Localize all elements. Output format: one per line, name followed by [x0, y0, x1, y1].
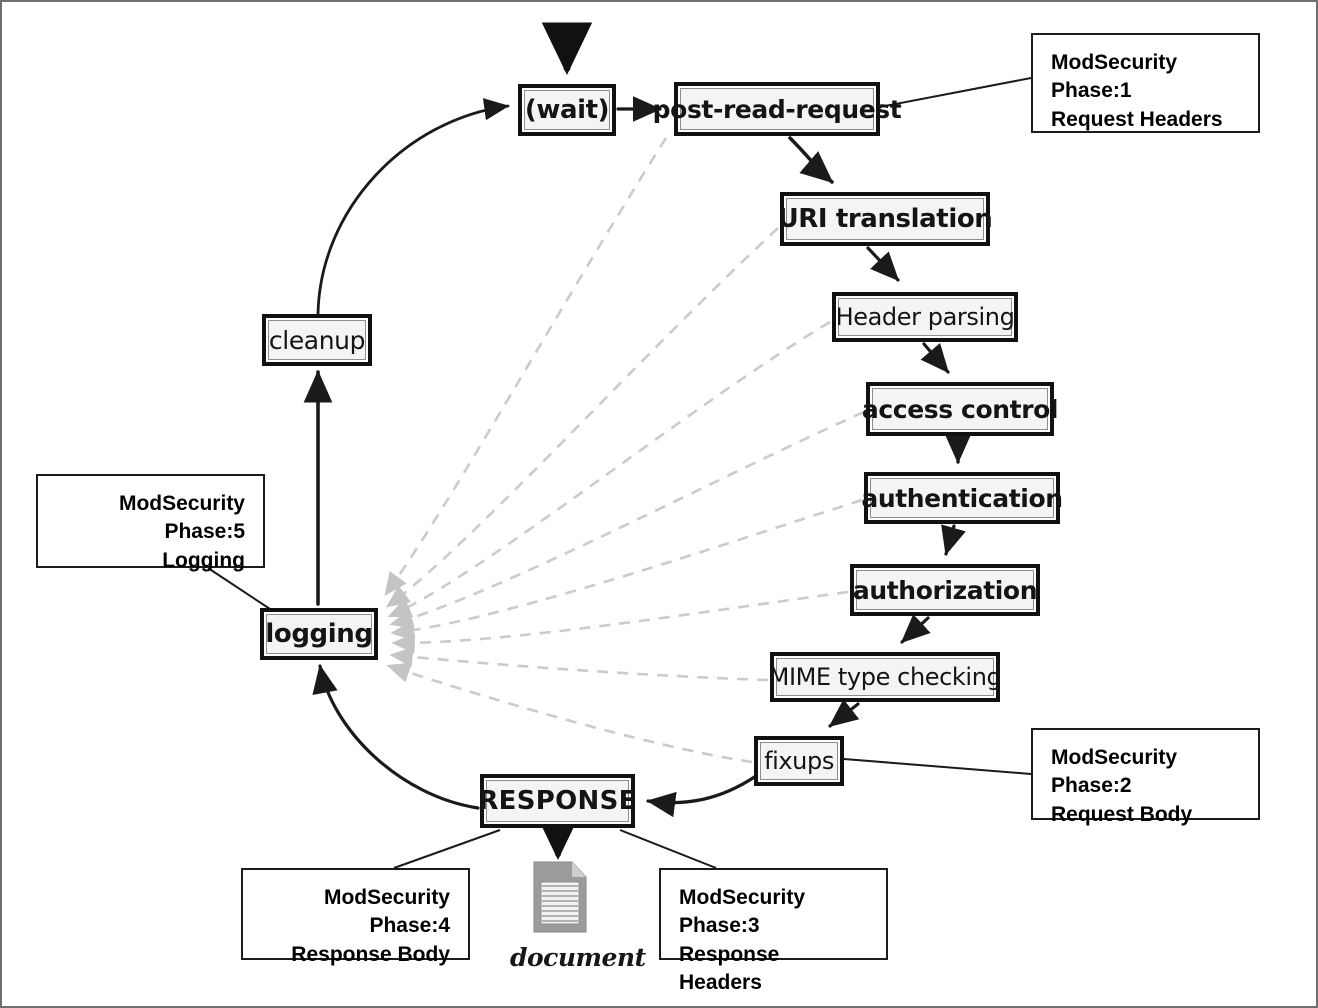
node-authorization-label: authorization — [852, 575, 1038, 605]
node-response[interactable]: RESPONSE — [478, 774, 637, 828]
callout-phase-4-line1: ModSecurity Phase:4 — [323, 886, 450, 938]
dashed-edges-to-logging — [384, 137, 865, 764]
callout-phase-4-line2: Response Body — [291, 942, 450, 966]
callout-phase-1-line1: ModSecurity Phase:1 — [1051, 51, 1178, 103]
callout-phase-1: ModSecurity Phase:1 Request Headers — [1031, 33, 1260, 133]
leader-fixups-to-phase2 — [843, 758, 1032, 775]
node-authorization[interactable]: authorization — [850, 564, 1040, 616]
dashed-edge-authz-to-logging — [391, 590, 849, 654]
callout-leader-lines — [207, 77, 1032, 869]
edge-mime-to-fixups — [828, 699, 860, 728]
callout-phase-2-line1: ModSecurity Phase:2 — [1051, 746, 1178, 798]
node-authentication[interactable]: authentication — [861, 472, 1063, 524]
document-output: document — [510, 860, 646, 972]
node-header-parsing-label: Header parsing — [835, 303, 1015, 331]
node-mime-type-checking[interactable]: MIME type checking — [768, 652, 1002, 702]
node-fixups-label: fixups — [764, 747, 834, 775]
node-response-label: RESPONSE — [478, 786, 637, 816]
callout-phase-3: ModSecurity Phase:3 Response Headers — [659, 868, 888, 994]
callout-phase-4: ModSecurity Phase:4 Response Body — [241, 868, 470, 966]
dashed-edge-fixups-to-logging — [386, 662, 753, 764]
callout-phase-2: ModSecurity Phase:2 Request Body — [1031, 728, 1260, 826]
leader-phase5-to-logging — [207, 567, 271, 610]
node-post-read-request[interactable]: post-read-request — [653, 82, 902, 136]
edge-authz-to-mime — [900, 614, 931, 644]
edge-header-to-access — [920, 342, 950, 374]
dashed-edge-uri-to-logging — [385, 227, 779, 608]
edge-cleanup-to-wait — [316, 98, 510, 316]
node-wait[interactable]: (wait) — [518, 84, 616, 136]
edge-response-to-logging — [312, 664, 480, 810]
callout-phase-5-line1: ModSecurity Phase:5 — [118, 492, 245, 544]
node-uri-translation[interactable]: URI translation — [777, 192, 993, 246]
leader-post-read-to-phase1 — [879, 77, 1032, 108]
node-logging-label: logging — [265, 619, 373, 649]
edge-authn-to-authz — [941, 524, 966, 556]
callout-phase-1-line2: Request Headers — [1051, 107, 1223, 131]
node-cleanup-label: cleanup — [268, 325, 366, 355]
node-access-control[interactable]: access control — [862, 382, 1058, 436]
node-cleanup[interactable]: cleanup — [262, 314, 372, 366]
node-fixups[interactable]: fixups — [754, 736, 844, 786]
edge-fixups-to-response — [646, 774, 758, 818]
node-post-read-request-label: post-read-request — [652, 94, 902, 124]
dashed-edge-header-to-logging — [387, 320, 831, 618]
node-authentication-label: authentication — [861, 483, 1063, 513]
document-label: document — [510, 943, 646, 972]
leader-response-to-phase4 — [393, 829, 501, 869]
solid-flow-edges — [303, 22, 972, 860]
dashed-edge-authn-to-logging — [390, 498, 863, 641]
dashed-edge-access-to-logging — [389, 410, 865, 629]
node-uri-translation-label: URI translation — [777, 204, 993, 234]
node-header-parsing[interactable]: Header parsing — [832, 292, 1018, 342]
dashed-edge-mime-to-logging — [389, 646, 769, 682]
callout-phase-5: ModSecurity Phase:5 Logging — [36, 474, 265, 572]
callout-phase-5-line2: Logging — [162, 548, 245, 572]
leader-response-to-phase3 — [619, 829, 717, 869]
callout-phase-3-line1: ModSecurity Phase:3 — [679, 886, 806, 938]
edge-post-read-to-uri — [788, 136, 834, 184]
node-logging[interactable]: logging — [260, 608, 378, 660]
callout-phase-3-line2: Response Headers — [679, 942, 780, 995]
edge-uri-to-header — [866, 246, 900, 282]
document-icon — [533, 861, 587, 933]
callout-phase-2-line2: Request Body — [1051, 802, 1193, 826]
node-mime-type-checking-label: MIME type checking — [768, 663, 1002, 691]
node-wait-label: (wait) — [524, 95, 610, 125]
dashed-edge-post-read-to-logging — [384, 137, 668, 597]
node-access-control-label: access control — [861, 394, 1059, 424]
